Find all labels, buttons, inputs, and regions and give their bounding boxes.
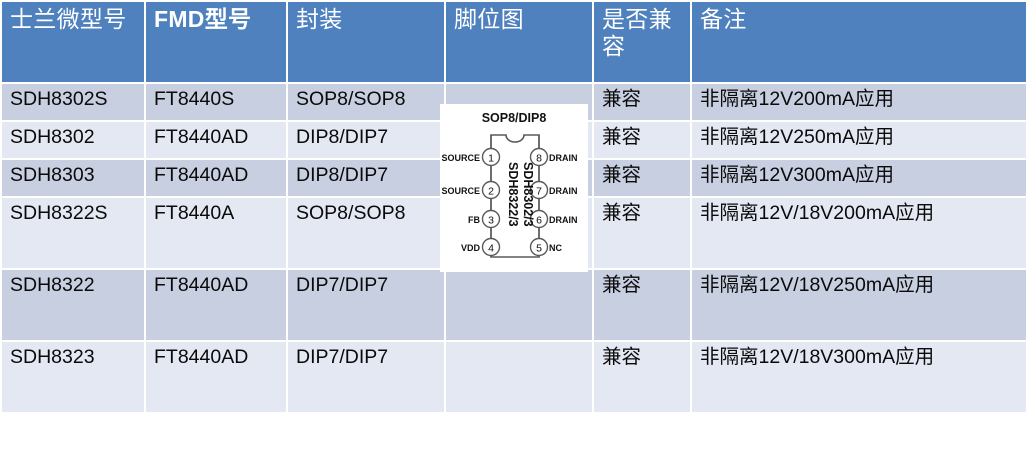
pin-number: 4 — [488, 243, 494, 255]
cell-remark: 非隔离12V200mA应用 — [692, 84, 1026, 120]
cell-remark: 非隔离12V/18V200mA应用 — [692, 198, 1026, 268]
left-pin-4: 4 VDD — [461, 237, 501, 257]
table-body: SDH8302S FT8440S SOP8/SOP8 兼容 非隔离12V200m… — [2, 84, 1026, 412]
diagram-background — [440, 104, 588, 272]
cell-compatible: 兼容 — [594, 342, 690, 412]
cell-package: SOP8/SOP8 — [288, 84, 444, 120]
pin-label: DRAIN — [549, 186, 578, 196]
table-row: SDH8322S FT8440A SOP8/SOP8 兼容 非隔离12V/18V… — [2, 198, 1026, 268]
pinout-diagram-image: SOP8/DIP8 1 SOURCE 2 SOURCE 3 FB — [440, 104, 588, 272]
left-pin-2: 2 SOURCE — [441, 180, 501, 200]
cell-sl-model: SDH8323 — [2, 342, 144, 412]
pin-number: 5 — [536, 243, 542, 255]
cell-remark: 非隔离12V250mA应用 — [692, 122, 1026, 158]
pin-label: NC — [549, 243, 562, 253]
pin-number: 2 — [488, 186, 494, 198]
table-header: 士兰微型号 FMD型号 封装 脚位图 是否兼容 备注 — [2, 2, 1026, 82]
cell-sl-model: SDH8302S — [2, 84, 144, 120]
column-header-pinout: 脚位图 — [446, 2, 592, 82]
cell-package: SOP8/SOP8 — [288, 198, 444, 268]
left-pin-3: 3 FB — [468, 209, 501, 229]
cell-compatible: 兼容 — [594, 84, 690, 120]
pin-circle — [481, 209, 501, 229]
pinout-diagram-svg: SOP8/DIP8 1 SOURCE 2 SOURCE 3 FB — [440, 104, 588, 272]
pin-circle — [481, 180, 501, 200]
pin-circle — [481, 237, 501, 257]
pin-circle — [529, 237, 549, 257]
cell-fmd-model: FT8440S — [146, 84, 286, 120]
pin-number: 8 — [536, 153, 542, 165]
table-row: SDH8323 FT8440AD DIP7/DIP7 兼容 非隔离12V/18V… — [2, 342, 1026, 412]
column-header-compatible: 是否兼容 — [594, 2, 690, 82]
cell-package: DIP7/DIP7 — [288, 270, 444, 340]
cell-fmd-model: FT8440AD — [146, 122, 286, 158]
cell-pinout — [446, 270, 592, 340]
cell-package: DIP7/DIP7 — [288, 342, 444, 412]
pin-number: 3 — [488, 215, 494, 227]
pin-label: DRAIN — [549, 215, 578, 225]
pin-circle — [529, 180, 549, 200]
cell-sl-model: SDH8302 — [2, 122, 144, 158]
column-header-sl-model: 士兰微型号 — [2, 2, 144, 82]
right-pin-8: 8 DRAIN — [529, 147, 578, 167]
column-header-package: 封装 — [288, 2, 444, 82]
pin-label: SOURCE — [441, 186, 480, 196]
cell-package: DIP8/DIP7 — [288, 160, 444, 196]
cell-fmd-model: FT8440AD — [146, 342, 286, 412]
cell-fmd-model: FT8440AD — [146, 160, 286, 196]
column-header-remark: 备注 — [692, 2, 1026, 82]
ic-body-outline — [490, 134, 540, 258]
body-label-left: SDH8322/3 — [506, 162, 520, 227]
cell-pinout — [446, 342, 592, 412]
pin-circle — [481, 147, 501, 167]
compatibility-table: 士兰微型号 FMD型号 封装 脚位图 是否兼容 备注 SDH8302S FT84… — [0, 0, 1026, 414]
diagram-title: SOP8/DIP8 — [482, 111, 547, 125]
cell-fmd-model: FT8440A — [146, 198, 286, 268]
right-pin-6: 6 DRAIN — [529, 209, 578, 229]
column-header-fmd-model: FMD型号 — [146, 2, 286, 82]
left-pin-1: 1 SOURCE — [441, 147, 501, 167]
cell-remark: 非隔离12V/18V250mA应用 — [692, 270, 1026, 340]
pin-circle — [529, 209, 549, 229]
pin-number: 6 — [536, 215, 542, 227]
pin-label: VDD — [461, 243, 481, 253]
table-row: SDH8322 FT8440AD DIP7/DIP7 兼容 非隔离12V/18V… — [2, 270, 1026, 340]
cell-sl-model: SDH8303 — [2, 160, 144, 196]
pin-label: FB — [468, 215, 480, 225]
pin-number: 1 — [488, 153, 494, 165]
pin-number: 7 — [536, 186, 542, 198]
body-label-right: SDH8302/3 — [521, 162, 535, 227]
cell-compatible: 兼容 — [594, 160, 690, 196]
pin-circle — [529, 147, 549, 167]
header-row: 士兰微型号 FMD型号 封装 脚位图 是否兼容 备注 — [2, 2, 1026, 82]
cell-remark: 非隔离12V/18V300mA应用 — [692, 342, 1026, 412]
pin-label: SOURCE — [441, 153, 480, 163]
table-row: SDH8302S FT8440S SOP8/SOP8 兼容 非隔离12V200m… — [2, 84, 1026, 120]
right-pin-7: 7 DRAIN — [529, 180, 578, 200]
cell-compatible: 兼容 — [594, 270, 690, 340]
cell-remark: 非隔离12V300mA应用 — [692, 160, 1026, 196]
cell-sl-model: SDH8322 — [2, 270, 144, 340]
right-pin-5: 5 NC — [529, 237, 562, 257]
cell-sl-model: SDH8322S — [2, 198, 144, 268]
cell-package: DIP8/DIP7 — [288, 122, 444, 158]
cell-fmd-model: FT8440AD — [146, 270, 286, 340]
pin-label: DRAIN — [549, 153, 578, 163]
cell-compatible: 兼容 — [594, 122, 690, 158]
cell-compatible: 兼容 — [594, 198, 690, 268]
